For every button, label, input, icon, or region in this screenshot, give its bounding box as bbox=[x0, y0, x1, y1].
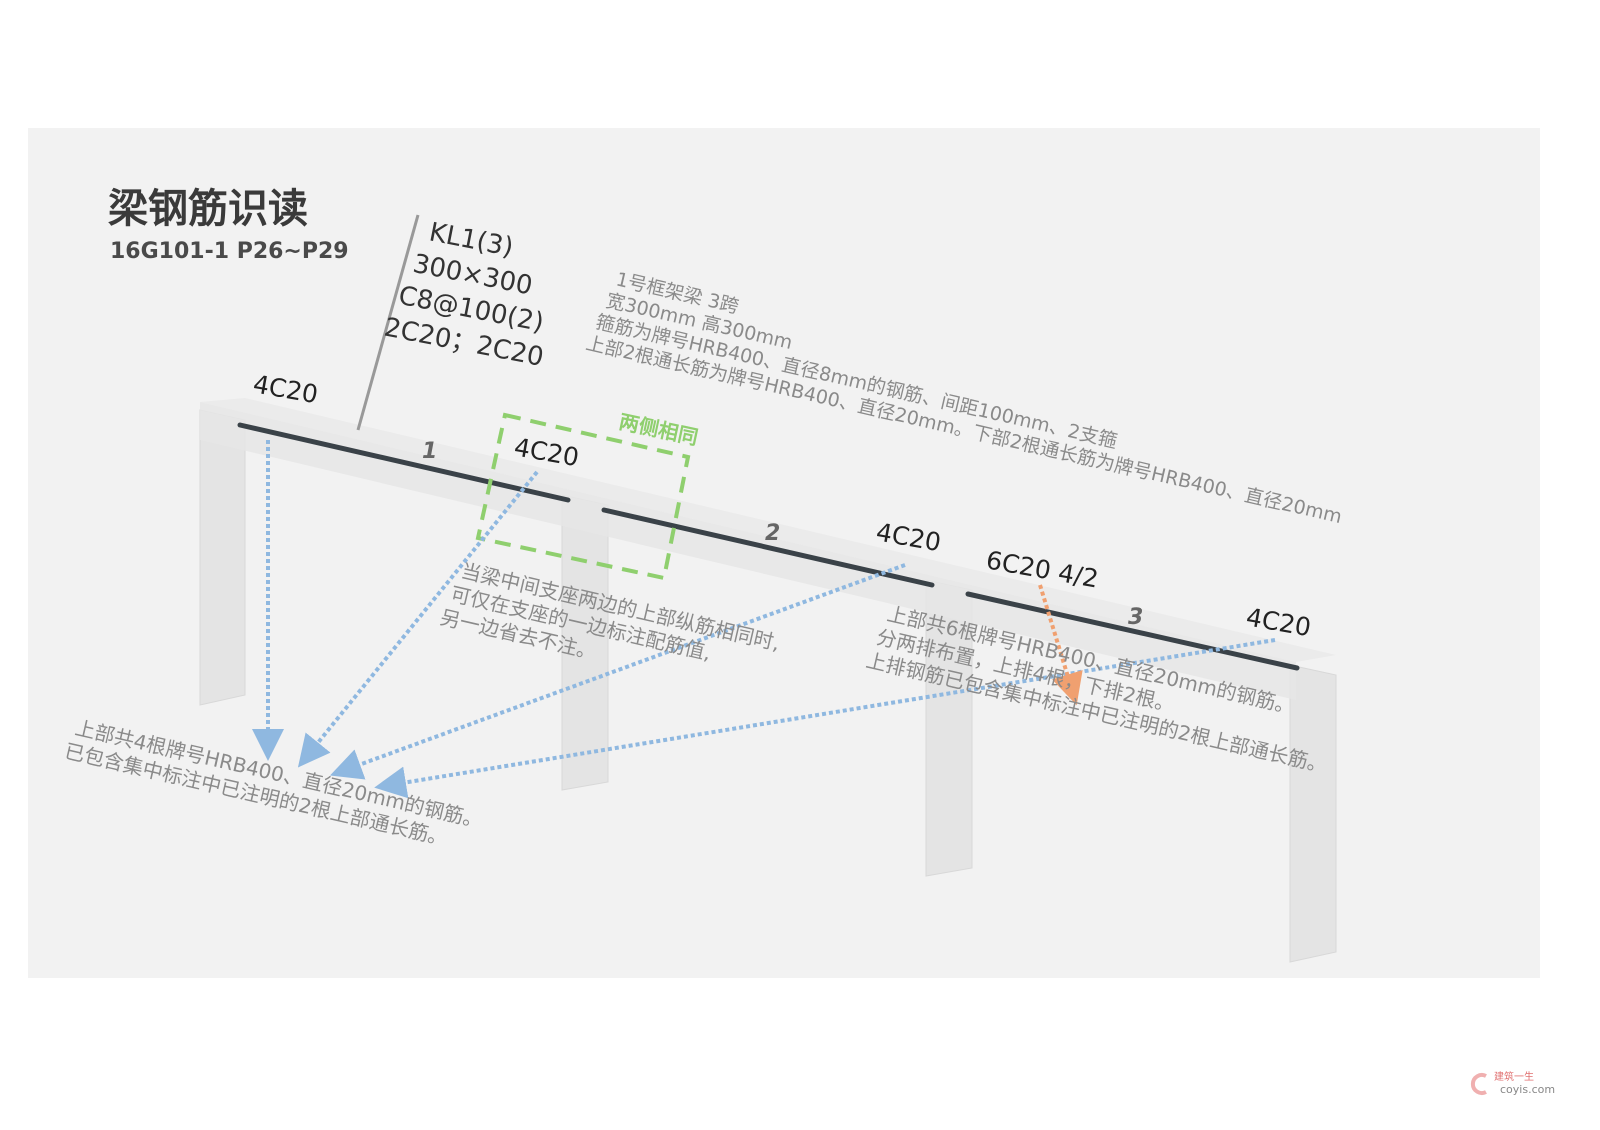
page-title: 梁钢筋识读 bbox=[108, 186, 308, 232]
watermark-logo-icon bbox=[1470, 1073, 1487, 1095]
span-number-1: 1 bbox=[422, 439, 437, 464]
arrow-span3 bbox=[1038, 584, 1083, 706]
rebar-span-2 bbox=[601, 507, 935, 588]
arrows bbox=[252, 440, 1276, 799]
rebar-span-1 bbox=[237, 422, 571, 503]
span-number-3: 3 bbox=[1128, 605, 1143, 630]
columns bbox=[199, 409, 1337, 963]
arrow-mid-support-2 bbox=[329, 563, 906, 780]
rebar-span-3 bbox=[965, 591, 1300, 671]
spec-leader-line bbox=[356, 214, 420, 431]
top-rebars bbox=[237, 422, 1300, 671]
beam-top-face bbox=[200, 398, 1336, 662]
arrow-mid-support-1 bbox=[297, 470, 539, 768]
page-subtitle: 16G101-1 P26~P29 bbox=[110, 239, 349, 264]
column-1 bbox=[199, 409, 246, 706]
span-number-2: 2 bbox=[765, 521, 780, 546]
watermark: 建筑一生 coyis.com bbox=[1470, 1070, 1555, 1096]
column-4 bbox=[1289, 664, 1337, 963]
arrow-right-support bbox=[374, 638, 1276, 799]
watermark-name: 建筑一生 bbox=[1494, 1070, 1534, 1083]
watermark-site: coyis.com bbox=[1500, 1083, 1555, 1096]
